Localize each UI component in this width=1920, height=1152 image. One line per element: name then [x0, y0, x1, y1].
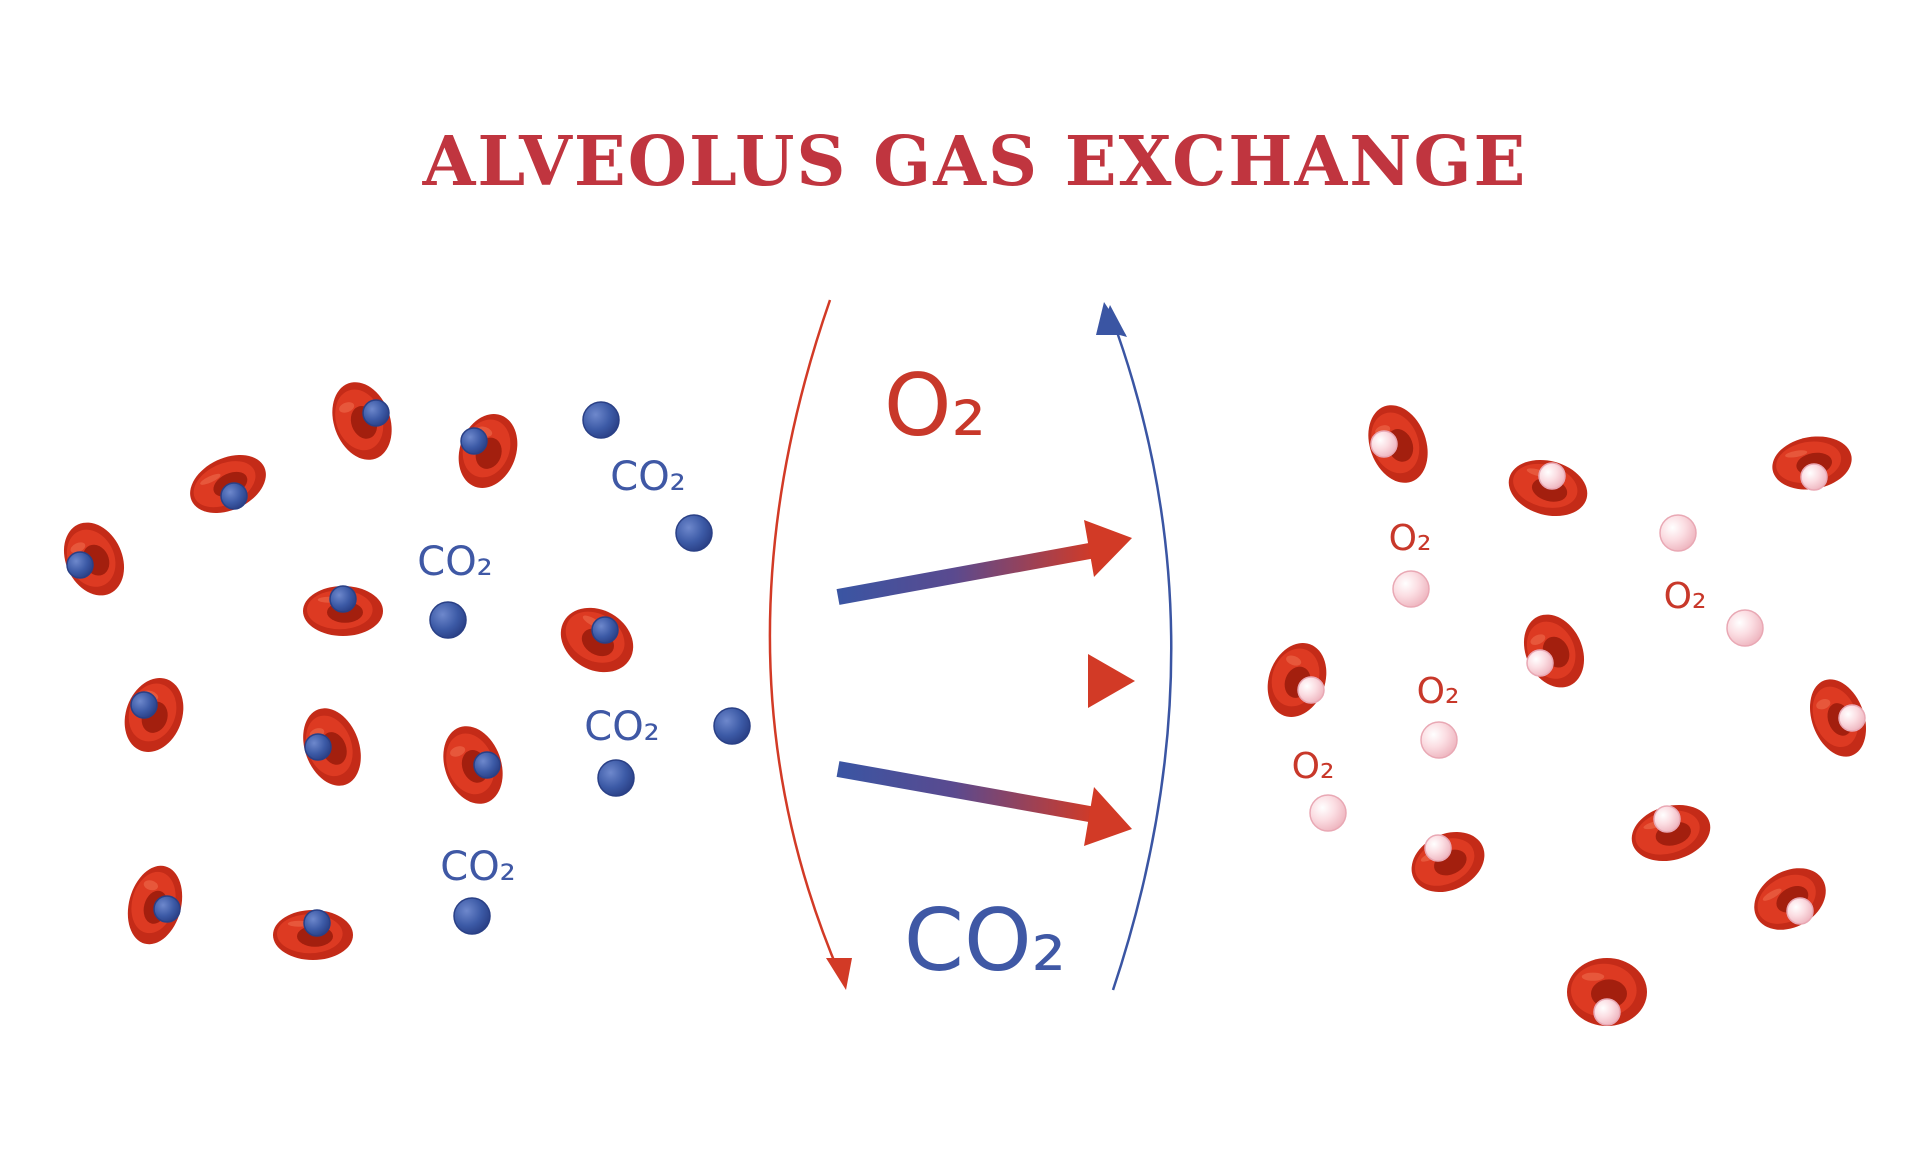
- o2-label: O₂: [1664, 576, 1707, 617]
- o2-molecule: [1653, 805, 1681, 833]
- red-blood-cell-o2: [1411, 831, 1485, 893]
- diagram-title: ALVEOLUS GAS EXCHANGE: [422, 122, 1528, 202]
- o2-molecule: [1526, 649, 1554, 677]
- co2-molecule: [362, 399, 390, 427]
- red-blood-cell-o2: [1523, 614, 1585, 688]
- co2-molecule: [582, 401, 620, 439]
- diffusion-arrow-lower: [836, 761, 1132, 846]
- o2-molecule: [1593, 998, 1621, 1026]
- free-co2-molecules: [429, 401, 751, 935]
- red-blood-cell-o2: [1809, 679, 1867, 757]
- co2-label: CO₂: [440, 844, 515, 890]
- co2-molecule: [453, 897, 491, 935]
- o2-molecule: [1726, 609, 1764, 647]
- co2-carrying-cells: [63, 382, 634, 960]
- co2-label: CO₂: [610, 454, 685, 500]
- diffusion-arrow-middle: [834, 654, 1135, 708]
- red-blood-cell-o2: [1267, 643, 1327, 717]
- co2-molecule: [429, 601, 467, 639]
- co2-molecule: [591, 616, 619, 644]
- red-blood-cell-o2: [1368, 405, 1428, 483]
- co2-molecule: [460, 427, 488, 455]
- co2-molecule: [675, 514, 713, 552]
- o2-molecule: [1297, 676, 1325, 704]
- o2-label: O₂: [1417, 671, 1460, 712]
- co2-label: CO₂: [417, 539, 492, 585]
- red-blood-cell-co2: [124, 678, 184, 752]
- o2-molecule: [1800, 463, 1828, 491]
- co2-molecule: [713, 707, 751, 745]
- co2-molecule: [153, 895, 181, 923]
- o2-inflow-curve: [768, 299, 842, 976]
- red-blood-cell-co2: [458, 414, 518, 488]
- co2-molecule: [329, 585, 357, 613]
- co2-molecule: [473, 751, 501, 779]
- free-o2-molecules: [1309, 514, 1764, 832]
- o2-molecule: [1420, 721, 1458, 759]
- diffusion-arrow-upper: [836, 520, 1132, 605]
- o2-molecule: [1392, 570, 1430, 608]
- co2-molecule: [304, 733, 332, 761]
- co2-outflow-curve: [1110, 317, 1173, 991]
- o2-big-label: O₂: [884, 356, 986, 456]
- red-blood-cell-co2: [332, 382, 392, 460]
- o2-carrying-cells: [1267, 405, 1867, 1026]
- co2-molecule: [66, 551, 94, 579]
- red-blood-cell-co2: [303, 708, 361, 786]
- red-blood-cell-o2: [1754, 868, 1826, 930]
- o2-molecule: [1370, 430, 1398, 458]
- o2-molecule: [1538, 462, 1566, 490]
- o2-inflow-arrowhead: [826, 958, 852, 990]
- o2-molecule: [1659, 514, 1697, 552]
- co2-molecule: [303, 909, 331, 937]
- co2-molecule: [220, 482, 248, 510]
- o2-label: O₂: [1389, 518, 1432, 559]
- co2-molecule: [597, 759, 635, 797]
- red-blood-cell-o2: [1567, 958, 1647, 1026]
- o2-label: O₂: [1292, 746, 1335, 787]
- co2-molecule: [130, 691, 158, 719]
- red-blood-cell-co2: [63, 522, 125, 596]
- co2-label: CO₂: [584, 704, 659, 750]
- co2-big-label: CO₂: [904, 891, 1066, 991]
- red-blood-cell-co2: [443, 726, 503, 804]
- o2-molecule: [1309, 794, 1347, 832]
- co2-outflow-arrowhead-fill: [1101, 305, 1127, 337]
- o2-molecule: [1786, 897, 1814, 925]
- o2-molecule: [1424, 834, 1452, 862]
- o2-molecule: [1838, 704, 1866, 732]
